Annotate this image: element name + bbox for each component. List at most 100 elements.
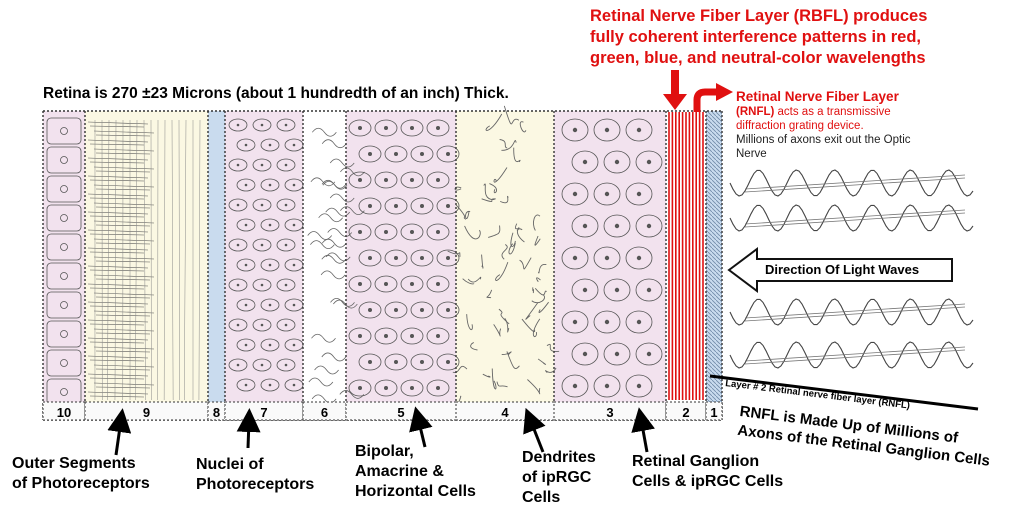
cell-dot: [410, 126, 414, 130]
cell-dot: [410, 386, 414, 390]
cell-dot: [358, 334, 362, 338]
layer-number: 6: [303, 405, 346, 420]
cell-dot: [436, 282, 440, 286]
layer-8-band: [208, 111, 225, 420]
red-headline: Retinal Nerve Fiber Layer (RBFL) produce…: [590, 6, 927, 69]
nucleus-dot: [269, 144, 272, 147]
cell-dot: [368, 204, 372, 208]
nucleus-dot: [261, 244, 264, 247]
ganglion-dot: [573, 128, 577, 132]
nucleus-dot: [245, 264, 248, 267]
nucleus-dot: [285, 284, 288, 287]
nucleus-dot: [245, 224, 248, 227]
layer-number: 2: [666, 405, 706, 420]
red-right-arrow: [697, 83, 733, 112]
wave-line: [730, 205, 973, 231]
nucleus-dot: [261, 124, 264, 127]
cell-dot: [420, 204, 424, 208]
nucleus-dot: [293, 304, 296, 307]
wave-axis: [745, 307, 965, 321]
cell-dot: [368, 360, 372, 364]
cell-dot: [420, 360, 424, 364]
ganglion-dot: [637, 256, 641, 260]
cell-dot: [446, 204, 450, 208]
cell-dot: [368, 256, 372, 260]
red-headline-line-2: fully coherent interference patterns in …: [590, 27, 927, 48]
cell-dot: [394, 204, 398, 208]
cell-dot: [394, 256, 398, 260]
cell-dot: [368, 152, 372, 156]
ganglion-dot: [573, 256, 577, 260]
wave-axis: [745, 347, 965, 361]
nucleus-dot: [293, 144, 296, 147]
label-line: Cells & ipRGC Cells: [632, 472, 783, 492]
red-down-arrow: [663, 70, 687, 110]
nucleus-dot: [285, 364, 288, 367]
layer-number: 3: [554, 405, 666, 420]
ganglion-dot: [573, 384, 577, 388]
label-line: of ipRGC: [522, 468, 596, 488]
nucleus-dot: [261, 324, 264, 327]
ganglion-dot: [615, 224, 619, 228]
wave-axis: [745, 304, 965, 318]
cell-dot: [384, 386, 388, 390]
nucleus-dot: [237, 164, 240, 167]
label-bipolar: Bipolar, Amacrine & Horizontal Cells: [355, 442, 476, 502]
cell-dot: [436, 178, 440, 182]
cell-dot: [436, 334, 440, 338]
nucleus-dot: [245, 144, 248, 147]
rnfl-note-black-2: Nerve: [736, 147, 911, 161]
layer-3-band: [554, 111, 666, 420]
cell-dot: [446, 256, 450, 260]
ganglion-dot: [605, 320, 609, 324]
nucleus-dot: [293, 384, 296, 387]
cell-dot: [420, 308, 424, 312]
label-line: Outer Segments: [12, 454, 150, 474]
nucleus-dot: [269, 184, 272, 187]
ganglion-dot: [583, 224, 587, 228]
cell-dot: [436, 126, 440, 130]
nucleus-dot: [293, 264, 296, 267]
ganglion-dot: [573, 192, 577, 196]
nucleus-dot: [269, 344, 272, 347]
thickness-caption: Retina is 270 ±23 Microns (about 1 hundr…: [43, 85, 509, 103]
ganglion-dot: [615, 288, 619, 292]
label-dendrites: Dendrites of ipRGC Cells: [522, 448, 596, 508]
wave-axis: [745, 213, 965, 227]
layer-number: 10: [43, 405, 85, 420]
label-line: Bipolar,: [355, 442, 476, 462]
layer-9-band: [85, 111, 208, 420]
nucleus-dot: [269, 384, 272, 387]
ganglion-dot: [637, 320, 641, 324]
nucleus-dot: [237, 324, 240, 327]
label-line: Amacrine &: [355, 462, 476, 482]
cell-dot: [446, 152, 450, 156]
ganglion-dot: [573, 320, 577, 324]
ganglion-dot: [605, 128, 609, 132]
label-line: of Photoreceptors: [12, 474, 150, 494]
nucleus-dot: [269, 264, 272, 267]
cell-dot: [358, 386, 362, 390]
ganglion-dot: [637, 128, 641, 132]
cell-dot: [368, 308, 372, 312]
rnfl-note: Retinal Nerve Fiber Layer (RNFL) acts as…: [736, 88, 911, 161]
cell-dot: [394, 152, 398, 156]
label-ganglion: Retinal Ganglion Cells & ipRGC Cells: [632, 452, 783, 492]
cell-dot: [446, 308, 450, 312]
nucleus-dot: [261, 284, 264, 287]
label-outer-segments: Outer Segments of Photoreceptors: [12, 454, 150, 494]
label-line: Cells: [522, 488, 596, 508]
ganglion-dot: [583, 288, 587, 292]
nucleus-dot: [245, 304, 248, 307]
ganglion-dot: [605, 384, 609, 388]
nucleus-dot: [293, 184, 296, 187]
ganglion-dot: [583, 160, 587, 164]
cell-dot: [384, 282, 388, 286]
layer-number: 7: [225, 405, 303, 420]
cell-dot: [436, 386, 440, 390]
wave-line: [730, 170, 973, 196]
red-headline-line-3: green, blue, and neutral-color wavelengt…: [590, 48, 927, 69]
label-line: Photoreceptors: [196, 475, 314, 495]
layer-10-band: [43, 111, 85, 420]
cell-dot: [384, 334, 388, 338]
